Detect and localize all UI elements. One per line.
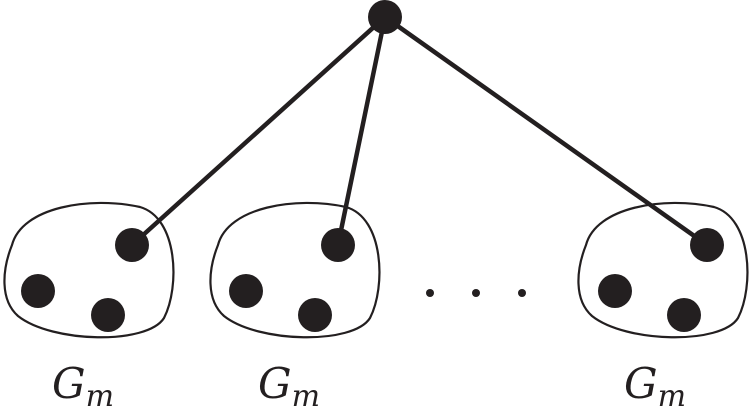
group-2-node-left	[229, 274, 263, 308]
ellipsis-dot-1	[426, 289, 434, 297]
group-1-label-main: G	[52, 359, 86, 408]
ellipsis-dot-3	[518, 289, 526, 297]
group-2-node-top	[321, 228, 355, 262]
group-2-label: Gm	[258, 359, 320, 414]
edge-root-group-3	[382, 14, 710, 248]
group-2-label-main: G	[258, 359, 292, 408]
group-3-node-left	[598, 274, 632, 308]
group-1	[3, 201, 175, 339]
group-1-node-left	[21, 274, 55, 308]
group-1-node-right	[91, 298, 125, 332]
group-3-outline	[577, 201, 749, 339]
group-2-label-sub: m	[292, 379, 320, 414]
group-3-node-right	[667, 298, 701, 332]
group-3-label-main: G	[624, 359, 658, 408]
group-3-node-top	[690, 228, 724, 262]
group-2	[209, 201, 381, 339]
group-1-outline	[3, 201, 175, 339]
root-node	[368, 0, 402, 34]
group-1-label-sub: m	[86, 379, 114, 414]
group-3-label-sub: m	[658, 379, 686, 414]
group-2-outline	[209, 201, 381, 339]
group-3	[577, 201, 749, 339]
group-3-label: Gm	[624, 359, 686, 414]
edge-root-group-1	[129, 14, 388, 248]
group-1-label: Gm	[52, 359, 114, 414]
ellipsis	[426, 289, 526, 297]
group-2-node-right	[298, 298, 332, 332]
group-1-node-top	[115, 228, 149, 262]
ellipsis-dot-2	[472, 289, 480, 297]
